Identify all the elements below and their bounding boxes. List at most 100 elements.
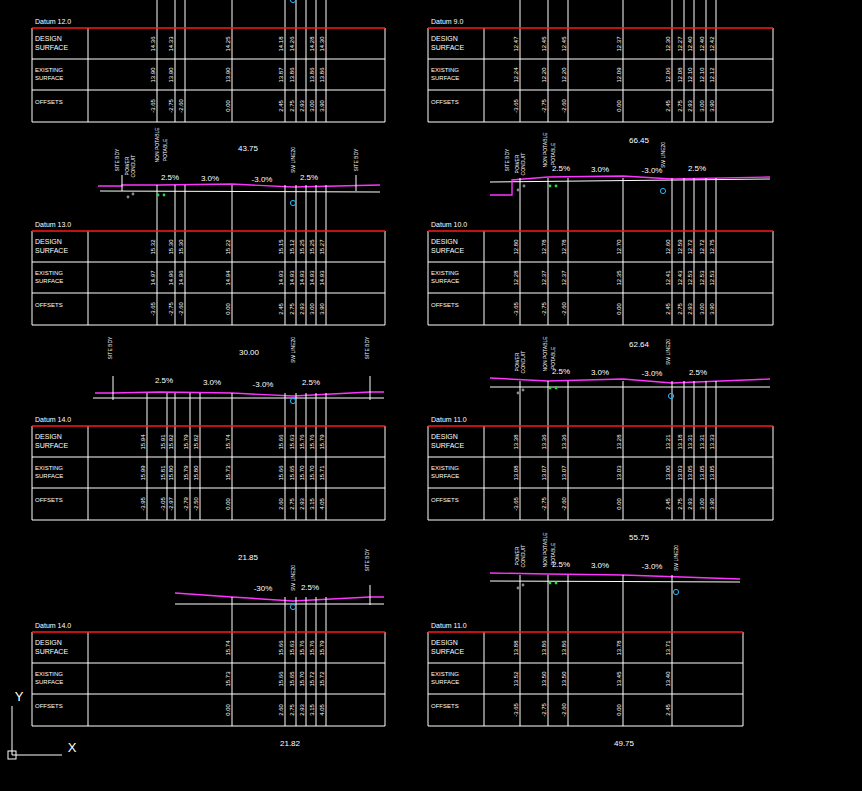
table-cell: 13.18 bbox=[677, 434, 683, 449]
table-border bbox=[32, 231, 33, 325]
table-rule bbox=[428, 293, 773, 294]
service-label: SW LINE20 bbox=[290, 147, 296, 173]
table-cell: 15.94 bbox=[140, 434, 146, 449]
table-cell: 13.36 bbox=[541, 434, 547, 449]
table-cell: 15.72 bbox=[309, 671, 315, 686]
service-label: SITE BDY bbox=[364, 337, 370, 360]
row-heading: EXISTING SURFACE bbox=[35, 464, 85, 480]
datum-line bbox=[32, 425, 385, 426]
table-cell: 12.40 bbox=[699, 36, 705, 51]
table-cell: -2.60 bbox=[561, 703, 567, 717]
table-cell: 13.05 bbox=[699, 465, 705, 480]
table-cell: 13.90 bbox=[150, 67, 156, 82]
offset-line bbox=[232, 597, 233, 726]
design-surface-line bbox=[98, 184, 380, 187]
table-rule bbox=[428, 325, 773, 326]
service-label: SW LINE20 bbox=[660, 142, 666, 168]
table-cell: 15.73 bbox=[225, 465, 231, 480]
table-cell: 15.79 bbox=[183, 465, 189, 480]
table-cell: 15.27 bbox=[319, 239, 325, 254]
table-cell: 15.76 bbox=[299, 640, 305, 655]
drainage-pit bbox=[290, 398, 295, 403]
table-cell: 14.36 bbox=[150, 36, 156, 51]
table-border bbox=[88, 28, 89, 122]
offset-line bbox=[672, 575, 673, 726]
offset-line bbox=[285, 185, 286, 325]
table-cell: 13.21 bbox=[665, 434, 671, 449]
design-surface-line bbox=[490, 573, 740, 579]
datum-line bbox=[32, 27, 385, 28]
service-label: POWER CONDUIT bbox=[124, 153, 136, 179]
row-heading: EXISTING SURFACE bbox=[35, 66, 85, 82]
grade-label: 2.5% bbox=[552, 560, 570, 569]
table-cell: 2.93 bbox=[299, 704, 305, 716]
table-cell: -2.79 bbox=[183, 497, 189, 511]
table-cell: 12.45 bbox=[561, 36, 567, 51]
table-cell: 13.40 bbox=[665, 671, 671, 686]
table-cell: -3.95 bbox=[140, 497, 146, 511]
grade-label: 2.5% bbox=[155, 376, 173, 385]
table-border bbox=[773, 426, 774, 520]
table-rule bbox=[428, 726, 743, 727]
row-heading: EXISTING SURFACE bbox=[35, 670, 85, 686]
conduit-marker bbox=[517, 189, 520, 192]
table-cell: -2.60 bbox=[178, 99, 184, 113]
chainage-label: 62.64 bbox=[629, 340, 649, 349]
table-cell: 15.73 bbox=[225, 671, 231, 686]
table-cell: 15.66 bbox=[278, 465, 284, 480]
chainage-label: 49.75 bbox=[614, 739, 634, 748]
grade-label: -3.0% bbox=[253, 380, 274, 389]
water-marker bbox=[549, 582, 552, 585]
table-cell: 4.05 bbox=[319, 704, 325, 716]
table-cell: 15.79 bbox=[319, 434, 325, 449]
table-cell: 3.00 bbox=[699, 498, 705, 510]
table-cell: 13.90 bbox=[168, 67, 174, 82]
table-cell: 12.10 bbox=[699, 67, 705, 82]
table-border bbox=[428, 426, 429, 520]
table-cell: 2.75 bbox=[289, 303, 295, 315]
table-rule bbox=[32, 59, 385, 60]
offset-line bbox=[548, 178, 549, 325]
water-marker bbox=[555, 185, 558, 188]
water-marker bbox=[157, 194, 160, 197]
table-cell: -2.60 bbox=[561, 99, 567, 113]
table-rule bbox=[32, 488, 385, 489]
chainage-label: 21.82 bbox=[280, 739, 300, 748]
table-cell: 15.92 bbox=[168, 434, 174, 449]
table-cell: 14.93 bbox=[289, 270, 295, 285]
service-label: SITE BDY bbox=[107, 337, 113, 360]
table-cell: 13.31 bbox=[687, 434, 693, 449]
offset-line bbox=[175, 185, 176, 325]
table-cell: -2.75 bbox=[168, 99, 174, 113]
datum-label: Datum 14.0 bbox=[35, 622, 71, 630]
conduit-marker bbox=[522, 584, 525, 587]
table-cell: 12.60 bbox=[665, 239, 671, 254]
grade-label: -3.0% bbox=[642, 166, 663, 175]
grade-label: 2.5% bbox=[552, 367, 570, 376]
design-surface-line bbox=[490, 176, 770, 195]
table-cell: 3.90 bbox=[319, 303, 325, 315]
table-border bbox=[428, 28, 429, 122]
table-cell: 12.20 bbox=[561, 67, 567, 82]
table-cell: 12.70 bbox=[616, 239, 622, 254]
table-cell: 12.40 bbox=[687, 36, 693, 51]
table-cell: 14.93 bbox=[278, 270, 284, 285]
service-label: POWER CONDUIT bbox=[514, 349, 526, 375]
axis-letter: Y bbox=[15, 690, 24, 704]
table-cell: 0.00 bbox=[616, 498, 622, 510]
offset-line bbox=[716, 178, 717, 325]
table-rule bbox=[32, 663, 385, 664]
offset-line bbox=[520, 0, 521, 122]
datum-line bbox=[428, 631, 743, 632]
service-label: POWER CONDUIT bbox=[514, 543, 526, 569]
grade-label: 2.5% bbox=[301, 583, 319, 592]
table-cell: 13.52 bbox=[513, 671, 519, 686]
table-cell: -3.65 bbox=[513, 99, 519, 113]
table-cell: -3.65 bbox=[513, 302, 519, 316]
table-border bbox=[88, 231, 89, 325]
table-cell: 13.87 bbox=[278, 67, 284, 82]
table-cell: 15.66 bbox=[278, 640, 284, 655]
table-cell: 15.12 bbox=[289, 239, 295, 254]
table-border bbox=[32, 426, 33, 520]
table-cell: 15.22 bbox=[225, 239, 231, 254]
